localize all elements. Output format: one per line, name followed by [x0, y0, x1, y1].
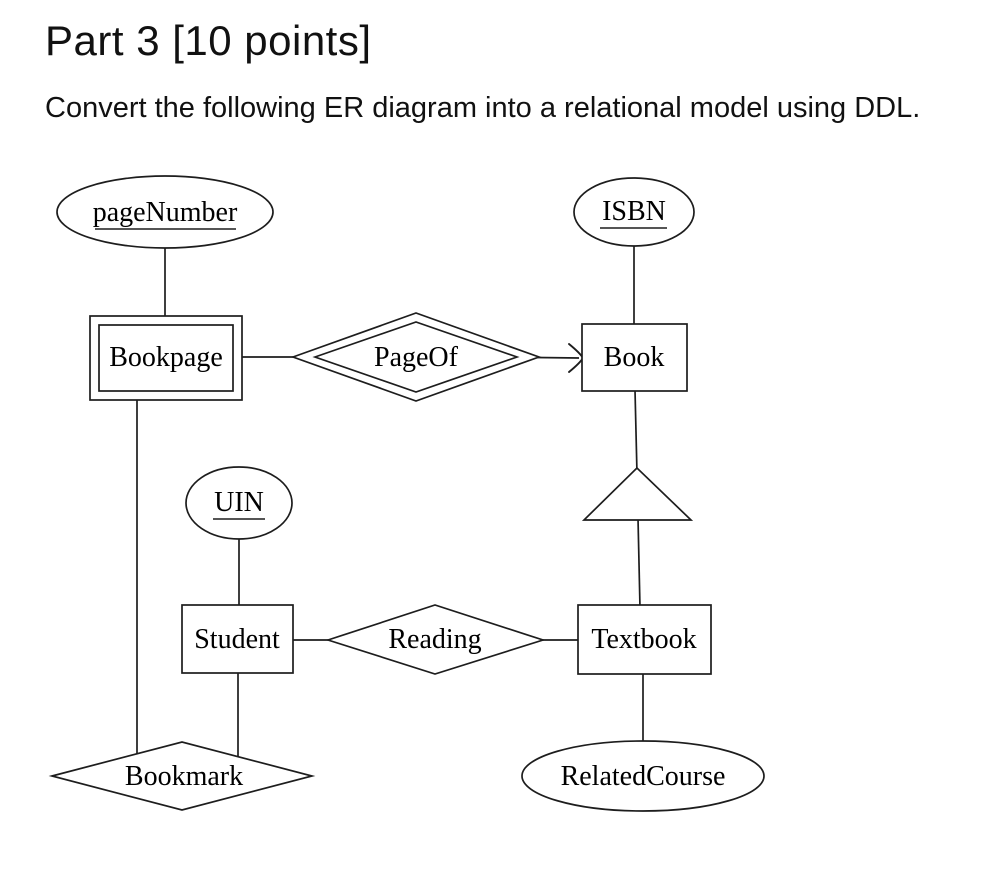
textbook-label: Textbook	[591, 624, 696, 655]
isbn-ellipse	[573, 177, 695, 247]
relationship-pageof: PageOf	[290, 312, 542, 402]
attribute-uin: UIN	[185, 466, 293, 540]
book-rect	[581, 323, 688, 392]
relatedcourse-label: RelatedCourse	[561, 761, 726, 792]
pagenumber-ellipse	[56, 175, 274, 249]
student-rect	[181, 604, 294, 674]
attribute-relatedcourse: RelatedCourse	[521, 740, 765, 812]
student-label: Student	[194, 624, 280, 655]
entity-bookpage: Bookpage	[89, 315, 243, 401]
entity-book: Book	[581, 323, 688, 392]
bookpage-label: Bookpage	[109, 342, 223, 373]
reading-diamond	[325, 604, 546, 675]
edge-pageof-book	[535, 356, 580, 359]
textbook-rect	[577, 604, 712, 675]
edge-isa-textbook	[637, 517, 641, 609]
relationship-reading: Reading	[325, 604, 546, 675]
pageof-inner-diamond	[312, 321, 520, 393]
relatedcourse-ellipse	[521, 740, 765, 812]
edge-book-isa	[634, 389, 638, 475]
bookmark-label: Bookmark	[125, 761, 243, 792]
uin-ellipse	[185, 466, 293, 540]
relationship-bookmark: Bookmark	[48, 741, 316, 811]
isbn-label: ISBN	[602, 196, 666, 227]
bookmark-diamond	[48, 741, 316, 811]
attribute-pagenumber: pageNumber	[56, 175, 274, 249]
pageof-label: PageOf	[374, 342, 459, 373]
uin-label: UIN	[214, 487, 264, 518]
reading-label: Reading	[388, 624, 481, 655]
isa-triangle	[581, 466, 694, 521]
page-title: Part 3 [10 points]	[45, 17, 372, 64]
diagram-edges	[136, 240, 644, 762]
bookpage-inner-rect	[98, 324, 234, 392]
entity-student: Student	[181, 604, 294, 674]
pagenumber-label: pageNumber	[93, 197, 238, 228]
entity-textbook: Textbook	[577, 604, 712, 675]
book-label: Book	[604, 342, 665, 373]
attribute-isbn: ISBN	[573, 177, 695, 247]
instruction-text: Convert the following ER diagram into a …	[45, 92, 921, 124]
